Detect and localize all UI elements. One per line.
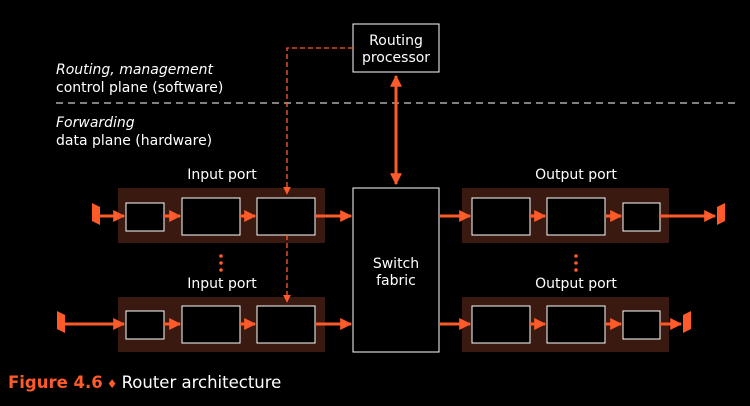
caption-separator: ♦ [106,377,118,391]
control-plane-title: Routing, management [56,62,213,78]
routing-processor-box [352,23,440,73]
data-plane-title: Forwarding [56,115,135,131]
output-top-queue-box [471,197,531,236]
input-ellipsis-dot [219,254,223,258]
output-ellipsis-dot [574,254,578,258]
figure-number: Figure 4.6 [8,373,103,392]
output-bottom-queue-box [471,305,531,344]
input-bottom-linecard-box [125,310,165,340]
input-bottom-linkproc-box [181,305,241,344]
output-port-bottom-label: Output port [535,276,617,292]
input-bottom-link-end [57,311,65,333]
output-ellipsis-dot [574,261,578,265]
output-top-linkproc-box [546,197,606,236]
routing-processor-label-line2: processor [361,50,431,66]
input-port-top-label: Input port [187,167,257,183]
input-top-lookup-box [256,197,316,236]
input-bottom-lookup-box [256,305,316,344]
input-ellipsis-dot [219,261,223,265]
figure-caption: Figure 4.6♦Router architecture [8,373,281,392]
switch-fabric-label: Switch fabric [353,256,439,290]
input-top-link-end [92,203,100,225]
switch-fabric-box [352,187,440,353]
output-bottom-link-end [683,311,691,333]
output-ellipsis-dot [574,268,578,272]
data-plane-subtitle: data plane (hardware) [56,133,213,149]
input-ellipsis-dot [219,268,223,272]
input-top-linecard-box [125,202,165,232]
input-port-bottom-label: Input port [187,276,257,292]
switch-fabric-label-line2: fabric [376,273,416,289]
output-bottom-linecard-box [622,310,661,340]
routing-processor-label: Routing processor [353,33,439,67]
output-top-linecard-box [622,202,661,232]
input-top-linkproc-box [181,197,241,236]
dashed-control-path [283,47,353,195]
figure-caption-text: Router architecture [121,373,282,392]
switch-fabric-label-line1: Switch [372,256,420,272]
output-port-top-label: Output port [535,167,617,183]
output-top-link-end [717,203,725,225]
output-bottom-linkproc-box [546,305,606,344]
routing-processor-label-line1: Routing [369,33,423,49]
control-plane-subtitle: control plane (software) [56,80,224,96]
